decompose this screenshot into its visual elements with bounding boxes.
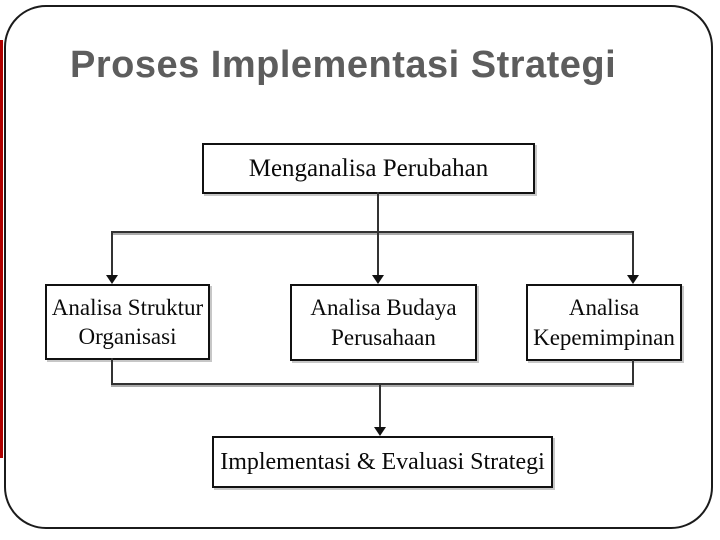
node-analisa-struktur-organisasi: Analisa Struktur Organisasi xyxy=(45,284,210,360)
node-label-line1: Analisa Budaya xyxy=(310,295,457,321)
node-label-line2: Kepemimpinan xyxy=(533,324,675,350)
connector-arrow-left-stem xyxy=(111,233,113,275)
accent-line xyxy=(0,40,3,458)
arrowhead-down-bottom-icon xyxy=(374,427,386,436)
page-title: Proses Implementasi Strategi xyxy=(70,44,617,86)
connector-left-box-stub xyxy=(111,358,113,385)
connector-distribution-line xyxy=(111,231,634,233)
node-label-line2: Perusahaan xyxy=(331,324,436,350)
connector-top-stub xyxy=(377,192,379,233)
node-label: Implementasi & Evaluasi Strategi xyxy=(220,448,545,475)
node-menganalisa-perubahan: Menganalisa Perubahan xyxy=(202,143,535,194)
node-analisa-kepemimpinan: Analisa Kepemimpinan xyxy=(526,284,682,361)
node-label: Menganalisa Perubahan xyxy=(248,154,489,182)
node-analisa-budaya-perusahaan: Analisa Budaya Perusahaan xyxy=(290,284,477,361)
node-label-line1: Analisa xyxy=(568,295,640,321)
connector-collector-line xyxy=(111,383,634,385)
node-label-line1: Analisa Struktur xyxy=(51,294,204,320)
node-label-line2: Organisasi xyxy=(78,324,177,349)
arrowhead-down-left-icon xyxy=(106,275,118,284)
connector-arrow-bottom-stem xyxy=(379,385,381,427)
connector-right-box-stub xyxy=(632,360,634,385)
arrowhead-down-middle-icon xyxy=(372,275,384,284)
connector-arrow-right-stem xyxy=(632,233,634,275)
node-implementasi-evaluasi-strategi: Implementasi & Evaluasi Strategi xyxy=(212,436,553,488)
arrowhead-down-right-icon xyxy=(627,275,639,284)
connector-arrow-middle-stem xyxy=(377,233,379,275)
